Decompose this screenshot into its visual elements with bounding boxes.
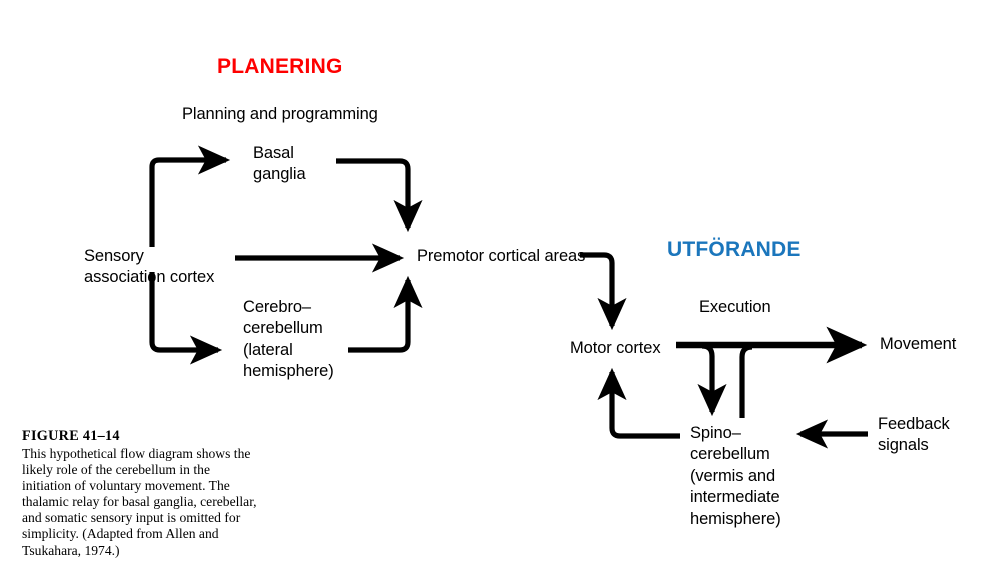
edge-sensory-to-cerebro: [149, 272, 223, 365]
edge-sensory-to-basal: [149, 145, 231, 247]
edge-basal-to-premotor: [336, 158, 423, 233]
node-label-basal-ganglia: Basal ganglia: [253, 144, 306, 184]
node-label-planning-and-programming: Planning and programming: [182, 105, 378, 123]
node-label-movement: Movement: [880, 335, 957, 353]
edge-spino-to-movement: [739, 344, 753, 418]
edge-cerebro-to-premotor: [348, 275, 423, 353]
figure-caption: FIGURE 41–14 This hypothetical flow diag…: [22, 428, 262, 559]
edge-spino-to-motor: [597, 367, 680, 439]
node-label-sensory-association-cortex: Sensory association cortex: [84, 247, 215, 287]
figure-caption-title: FIGURE 41–14: [22, 428, 120, 444]
phase-heading-planering: PLANERING: [217, 55, 343, 78]
node-label-feedback-signals: Feedback signals: [878, 415, 950, 455]
node-label-premotor-cortical-areas: Premotor cortical areas: [417, 247, 586, 265]
node-label-motor-cortex: Motor cortex: [570, 339, 661, 357]
phase-heading-utforande: UTFÖRANDE: [667, 238, 801, 261]
edge-premotor-to-motor: [580, 252, 627, 331]
node-label-cerebro-cerebellum: Cerebro– cerebellum (lateral hemisphere): [243, 298, 334, 381]
figure-caption-body: This hypothetical flow diagram shows the…: [22, 446, 257, 558]
node-label-execution: Execution: [699, 298, 771, 316]
edge-motor-to-spino: [697, 343, 727, 417]
node-label-spino-cerebellum: Spino– cerebellum (vermis and intermedia…: [690, 424, 781, 528]
